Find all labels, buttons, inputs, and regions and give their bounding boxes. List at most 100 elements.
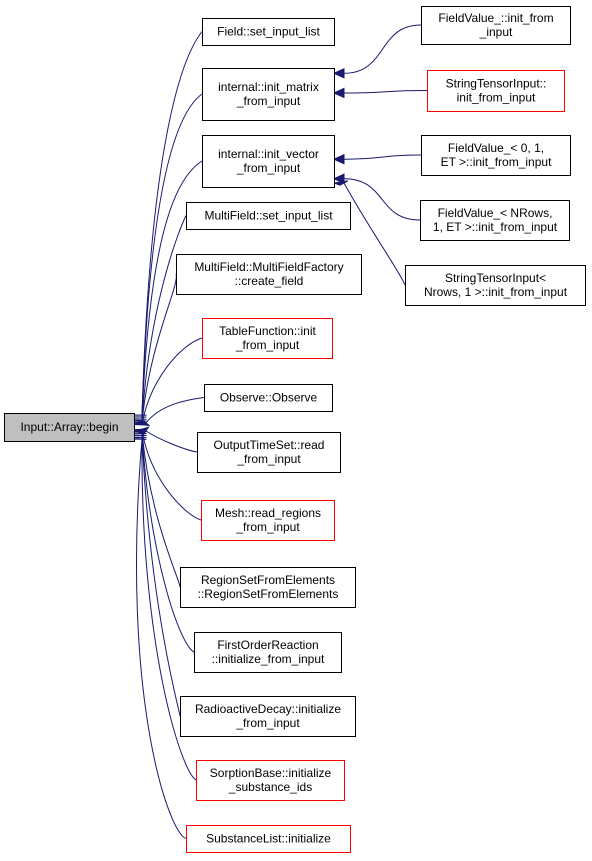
node-label: MultiField::MultiFieldFactory <box>194 260 343 274</box>
node-box <box>176 254 362 295</box>
node-label: FieldValue_::init_from <box>438 11 553 25</box>
arrow-head <box>332 87 345 99</box>
node-label: _from_input <box>235 338 300 352</box>
node-label: _from_input <box>235 520 300 534</box>
edge-line <box>141 429 202 521</box>
node-tablefunction-init-from-input[interactable]: TableFunction::init_from_input <box>202 318 333 359</box>
edge-line <box>343 90 428 94</box>
node-label: ::initialize_from_input <box>212 652 325 666</box>
edge-line <box>141 431 181 588</box>
node-box <box>186 202 351 230</box>
edge-line <box>343 154 422 160</box>
node-label: internal::init_vector <box>218 147 319 161</box>
node-radioactivedecay-initialize-from-input[interactable]: RadioactiveDecay::initialize_from_input <box>180 696 356 737</box>
node-mesh-read-regions-from-input[interactable]: Mesh::read_regions_from_input <box>201 500 335 541</box>
node-label: RadioactiveDecay::initialize <box>195 702 341 716</box>
node-box <box>202 318 333 359</box>
nodes-layer: Input::Array::begin Field::set_input_list… <box>4 6 586 853</box>
node-label: ET >::init_from_input <box>441 155 553 169</box>
node-label: Nrows, 1 >::init_from_input <box>424 285 568 299</box>
node-stringtensorinput-nrows-1-init-from-input[interactable]: StringTensorInput<Nrows, 1 >::init_from_… <box>405 265 586 306</box>
node-box <box>196 760 345 801</box>
node-label: StringTensorInput< <box>445 271 546 285</box>
node-box <box>180 567 356 608</box>
node-internal-init-matrix-from-input[interactable]: internal::init_matrix_from_input <box>202 68 335 121</box>
edge-line <box>343 178 421 221</box>
node-label: 1, ET >::init_from_input <box>433 220 558 234</box>
node-label: _substance_ids <box>228 780 312 794</box>
node-label: SubstanceList::initialize <box>206 832 331 846</box>
node-firstorderreaction-initialize-from-input[interactable]: FirstOrderReaction::initialize_from_inpu… <box>194 632 342 673</box>
node-multifield-set-input-list[interactable]: MultiField::set_input_list <box>186 202 351 230</box>
node-box <box>421 6 571 45</box>
node-box <box>405 265 586 306</box>
edge-line <box>141 31 203 416</box>
node-box <box>201 500 335 541</box>
node-label: Mesh::read_regions <box>215 506 321 520</box>
node-multifield-multifieldfactory-create-field[interactable]: MultiField::MultiFieldFactory::create_fi… <box>176 254 362 295</box>
node-fieldvalue-0-1-et-init-from-input[interactable]: FieldValue_< 0, 1,ET >::init_from_input <box>421 135 571 176</box>
arrow-head <box>332 173 345 184</box>
arrow-head <box>134 419 150 427</box>
node-stringtensorinput-init-from-input[interactable]: StringTensorInput::init_from_input <box>427 70 565 112</box>
node-label: MultiField::set_input_list <box>204 209 333 223</box>
node-sorptionbase-initialize-substance-ids[interactable]: SorptionBase::initialize_substance_ids <box>196 760 345 801</box>
node-box <box>420 200 570 241</box>
node-box <box>186 825 351 853</box>
node-box <box>197 432 341 473</box>
node-label: Field::set_input_list <box>217 25 320 39</box>
node-input-array-begin[interactable]: Input::Array::begin <box>4 413 135 442</box>
node-box <box>202 68 335 121</box>
node-label: OutputTimeSet::read <box>214 438 325 452</box>
edge-line <box>145 397 205 424</box>
node-label: FieldValue_< NRows, <box>438 206 553 220</box>
node-box <box>204 384 333 412</box>
node-box <box>427 70 565 112</box>
node-label: _from_input <box>236 452 301 466</box>
node-fieldvalue-nrows-1-et-init-from-input[interactable]: FieldValue_< NRows,1, ET >::init_from_in… <box>420 200 570 241</box>
node-observe-observe[interactable]: Observe::Observe <box>204 384 333 412</box>
node-label: ::create_field <box>235 274 304 288</box>
edge-line <box>343 24 422 74</box>
node-label: _from_input <box>235 716 300 730</box>
node-substancelist-initialize[interactable]: SubstanceList::initialize <box>186 825 351 853</box>
arrow-head <box>332 68 345 79</box>
node-label: FieldValue_< 0, 1, <box>448 141 544 155</box>
node-label: FirstOrderReaction <box>217 638 318 652</box>
edge-line <box>145 430 198 453</box>
node-label: _from_input <box>236 94 301 108</box>
node-label: _from_input <box>236 161 301 175</box>
edge-line <box>141 160 203 420</box>
node-label: Input::Array::begin <box>20 420 118 434</box>
edge-line <box>343 182 406 286</box>
edge-line <box>141 337 203 425</box>
node-label: TableFunction::init <box>219 324 316 338</box>
node-label: SorptionBase::initialize <box>210 766 332 780</box>
edge-line <box>136 438 187 839</box>
edge-line <box>141 435 181 717</box>
node-label: internal::init_matrix <box>218 80 319 94</box>
node-regionsetfromelements-regionsetfromelements[interactable]: RegionSetFromElements::RegionSetFromElem… <box>180 567 356 608</box>
node-box <box>4 413 135 442</box>
node-outputtimeset-read-from-input[interactable]: OutputTimeSet::read_from_input <box>197 432 341 473</box>
edge-line <box>141 93 203 418</box>
node-internal-init-vector-from-input[interactable]: internal::init_vector_from_input <box>202 135 335 188</box>
arrow-head <box>332 153 345 165</box>
node-label: Observe::Observe <box>220 391 318 405</box>
edge-line <box>141 437 197 781</box>
node-box <box>202 18 335 46</box>
edge-line <box>141 273 177 423</box>
node-label: init_from_input <box>457 91 536 105</box>
arrow-head <box>333 180 349 186</box>
node-box <box>194 632 342 673</box>
node-label: _input <box>479 25 513 39</box>
node-fieldvalue-init-from-input[interactable]: FieldValue_::init_from_input <box>421 6 571 45</box>
node-box <box>421 135 571 176</box>
edges-layer <box>131 24 428 839</box>
node-label: RegionSetFromElements <box>201 573 335 587</box>
node-field-set-input-list[interactable]: Field::set_input_list <box>202 18 335 46</box>
node-box <box>180 696 356 737</box>
edge-line <box>141 433 195 653</box>
edge-line <box>141 215 187 421</box>
